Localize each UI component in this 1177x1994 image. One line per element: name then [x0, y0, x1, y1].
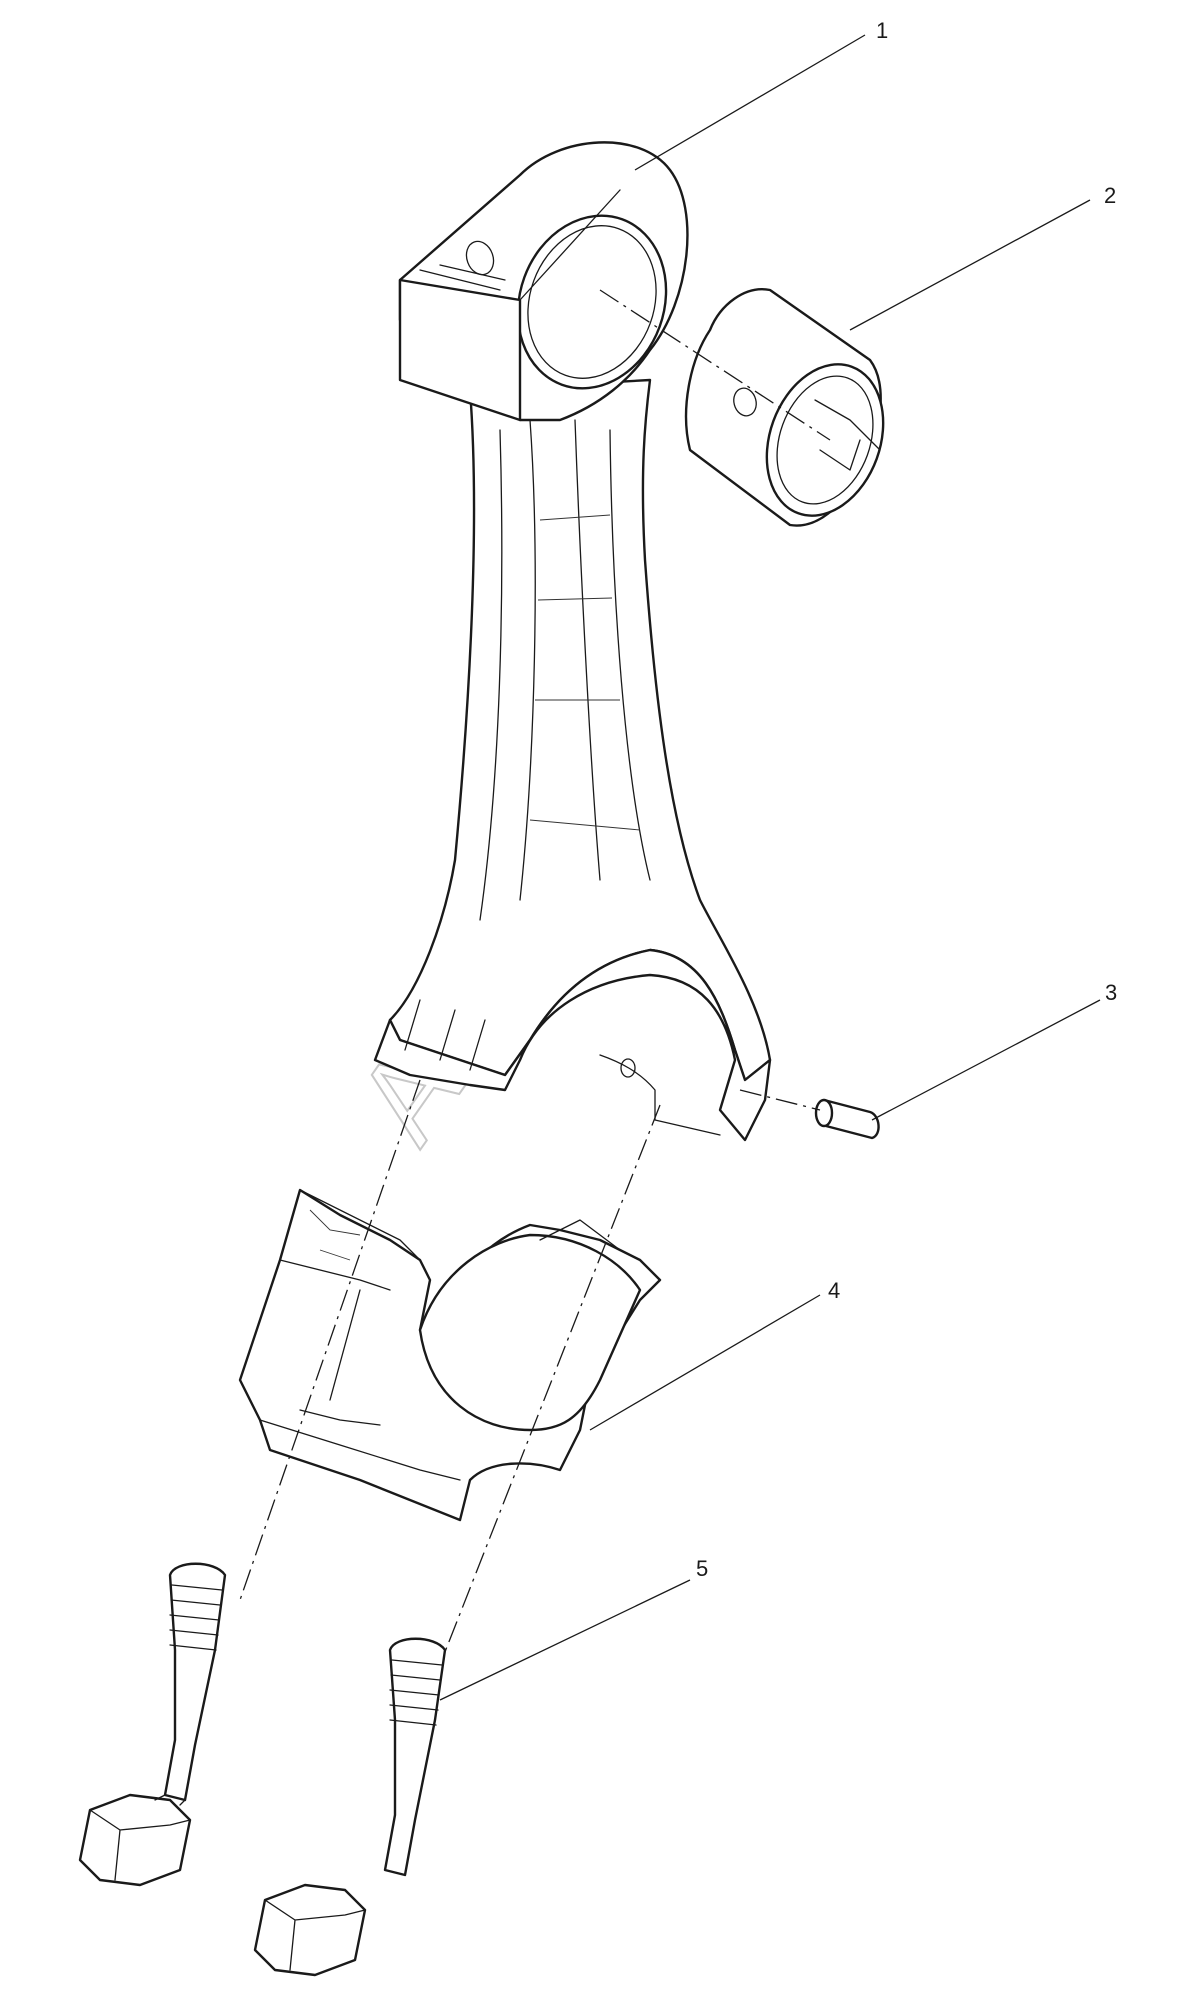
centerline-cap-right — [429, 1104, 661, 1691]
connecting-rod-bolt-right — [253, 1637, 447, 1977]
connecting-rod-bolt-left — [78, 1562, 227, 1887]
centerline-cap-left — [239, 1079, 421, 1601]
centerline-bushing — [599, 289, 831, 441]
leader-1 — [634, 34, 866, 171]
small-end-bushing — [684, 288, 885, 527]
leader-4 — [589, 1294, 821, 1431]
callout-5: 5 — [696, 1556, 708, 1581]
callout-3: 3 — [1105, 980, 1117, 1005]
callout-2: 2 — [1104, 183, 1116, 208]
leader-2 — [849, 199, 1091, 331]
leader-3 — [871, 999, 1101, 1121]
connecting-rod-body — [373, 141, 772, 1142]
callout-1: 1 — [876, 18, 888, 43]
centerline-dowel — [739, 1089, 821, 1111]
callout-4: 4 — [828, 1278, 840, 1303]
connecting-rod-cap — [238, 1188, 662, 1522]
leader-5 — [439, 1579, 691, 1701]
dowel-pin — [814, 1098, 880, 1140]
